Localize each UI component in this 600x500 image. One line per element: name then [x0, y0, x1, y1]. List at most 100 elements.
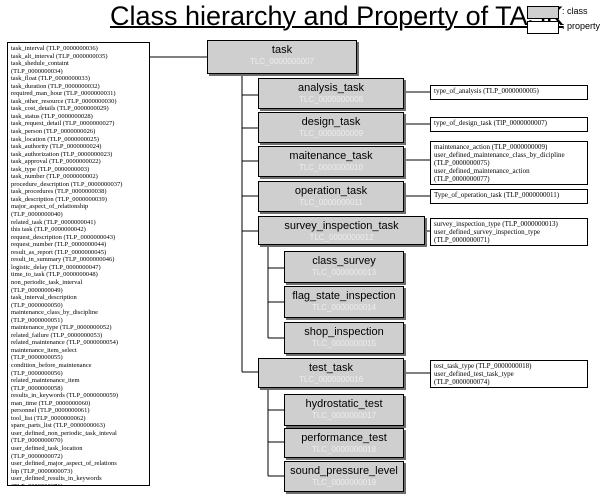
property-box-design: type_of_design_task (TlP_0000000007) — [430, 117, 588, 132]
task-property-line: time_to_task (TLP_0000000048) — [11, 271, 98, 279]
task-property-line: results_in_keywords (TLP_0000000059) — [11, 392, 119, 400]
property-survey-0: survey_inspection_type (TLP_0000000013) — [434, 220, 558, 228]
task-property-line: (TLP_0000000034) — [11, 67, 63, 75]
task-property-line: (TLP_0000000051) — [11, 316, 63, 324]
class-task: task TLC_0000000007 — [207, 40, 357, 74]
class-performance-test: performance_test TLC_0000000018 — [284, 428, 404, 458]
class-shop-inspection-name: shop_inspection — [304, 326, 384, 338]
legend-property-swatch — [527, 21, 559, 34]
task-property-line: required_man_hour (TLP_0000000031) — [11, 90, 116, 98]
property-maintenance-0: maintenance_action (TLP_0000000009) — [434, 143, 548, 151]
task-property-line: (TLP_0000000058) — [11, 384, 63, 392]
task-property-line: (TLP_0000000072) — [11, 452, 63, 460]
task-property-line: man_time (TLP_0000000060) — [11, 399, 91, 407]
task-property-line: user_defined_major_aspect_of_relations — [11, 460, 117, 468]
task-property-line: (TLP_0000000049) — [11, 286, 63, 294]
class-sound-pressure-level-id: TLC_0000000019 — [311, 478, 377, 487]
property-design-0: type_of_design_task (TlP_0000000007) — [434, 119, 547, 127]
property-test-2: (TLP_0000000074) — [434, 378, 490, 386]
class-flag-state-inspection-name: flag_state_inspection — [292, 290, 396, 302]
task-property-line: hip (TLP_0000000073) — [11, 467, 73, 475]
task-property-line: task_procedures (TLP_0000000038) — [11, 188, 107, 196]
task-property-line: task_request_detail (TLP_0000000027) — [11, 120, 115, 128]
task-property-line: request_description (TLP_0000000043) — [11, 233, 116, 241]
legend-class-swatch — [527, 6, 559, 19]
class-sound-pressure-level: sound_pressure_level TLC_0000000019 — [284, 461, 404, 492]
task-property-line: task_type (TLP_0000000003) — [11, 165, 90, 173]
property-box-survey: survey_inspection_type (TLP_0000000013) … — [430, 218, 588, 246]
class-class-survey: class_survey TLC_0000000013 — [284, 251, 404, 283]
task-property-line: tool_list (TLP_0000000062) — [11, 414, 86, 422]
task-property-line: task_other_resource (TLP_0000000030) — [11, 97, 117, 105]
task-property-line: spare_parts_list (TLP_0000000063) — [11, 422, 106, 430]
task-property-line: task_float (TLP_0000000033) — [11, 75, 90, 83]
property-maintenance-1: user_defined_maintenance_class_by_dicipl… — [434, 151, 565, 159]
class-task-name: task — [271, 44, 293, 56]
class-hydrostatic-test-name: hydrostatic_test — [305, 398, 383, 410]
class-survey-inspection-task-name: survey_inspection_task — [284, 220, 399, 232]
property-survey-2: (TLP_0000000071) — [434, 236, 490, 244]
class-flag-state-inspection-id: TLC_0000000014 — [311, 303, 377, 312]
class-analysis-task: analysis_task TLC_0000000008 — [258, 78, 404, 109]
legend-property-label: : property — [562, 21, 600, 31]
task-property-line: task_person (TLP_0000000026) — [11, 128, 96, 136]
class-test-task: test_task TLC_0000000016 — [258, 358, 404, 388]
task-property-line: non_periodic_task_interval — [11, 278, 83, 286]
class-hydrostatic-test-id: TLC_0000000017 — [311, 411, 377, 420]
class-hydrostatic-test: hydrostatic_test TLC_0000000017 — [284, 394, 404, 426]
class-test-task-id: TLC_0000000016 — [298, 375, 364, 384]
class-operation-task: operation_task TLC_0000000011 — [258, 181, 404, 212]
task-property-line: related_task (TLP_0000000041) — [11, 218, 96, 226]
task-property-line: task_status (TLP_0000000028) — [11, 112, 93, 120]
task-property-line: logistic_delay (TLP_0000000047) — [11, 263, 101, 271]
task-property-line: task_description (TLP_0000000039) — [11, 195, 107, 203]
property-box-maintenance: maintenance_action (TLP_0000000009) user… — [430, 141, 588, 185]
class-performance-test-name: performance_test — [301, 432, 387, 444]
class-operation-task-id: TLC_0000000011 — [299, 198, 363, 207]
task-property-line: this task (TLP_0000000042) — [11, 226, 86, 234]
task-property-line: procedure_description (TLP_0000000037) — [11, 180, 123, 188]
task-property-list: task_interval (TLP_0000000036)task_alt_i… — [7, 42, 150, 486]
property-survey-1: user_defined_survey_inspection_type — [434, 228, 541, 236]
task-property-line: maintenance_item_select — [11, 346, 77, 354]
task-property-line: major_aspect_of_relationship — [11, 203, 89, 211]
task-property-line: task_cost_details (TLP_0000000029) — [11, 105, 109, 113]
class-maintenance-task: maitenance_task TLC_0000000010 — [258, 146, 404, 177]
task-property-line: user_defined_results_in_keywords — [11, 475, 102, 483]
task-property-line: user_defined_task_location — [11, 444, 83, 452]
task-property-line: task_authority (TLP_0000000024) — [11, 143, 102, 151]
task-property-line: (TLP_0000000076) — [11, 483, 149, 485]
diagram-title: Class hierarchy and Property of TASK — [110, 1, 564, 31]
task-property-line: result_in_summary (TLP_0000000046) — [11, 256, 115, 264]
property-box-operation: Type_of_operation_task (TLP_0000000011) — [430, 189, 588, 204]
property-test-1: user_defined_test_task_type — [434, 370, 514, 378]
property-maintenance-2: (TLP_0000000075) — [434, 159, 490, 167]
property-maintenance-4: (TLP_0000000077) — [434, 175, 490, 183]
task-property-line: (TLP_0000000050) — [11, 301, 63, 309]
task-property-line: personnel (TLP_0000000061) — [11, 407, 90, 415]
property-analysis-0: type_of_analysis (TLP_0000000005) — [434, 87, 539, 95]
task-property-line: task_approval (TLP_0000000022) — [11, 158, 101, 166]
task-property-line: related_failure (TLP_0000000053) — [11, 331, 103, 339]
task-property-line: maintenance_type (TLP_0000000052) — [11, 324, 112, 332]
class-flag-state-inspection: flag_state_inspection TLC_0000000014 — [284, 286, 404, 318]
task-property-line: user_defined_non_periodic_task_inteval — [11, 429, 117, 437]
property-box-analysis: type_of_analysis (TLP_0000000005) — [430, 85, 588, 100]
property-operation-0: Type_of_operation_task (TLP_0000000011) — [434, 191, 560, 199]
class-class-survey-id: TLC_0000000013 — [311, 268, 377, 277]
class-operation-task-name: operation_task — [294, 185, 368, 197]
task-property-line: task_shedule_containt — [11, 60, 69, 68]
class-maintenance-task-name: maitenance_task — [289, 150, 373, 162]
task-property-line: task_interval (TLP_0000000036) — [11, 45, 98, 52]
class-shop-inspection: shop_inspection TLC_0000000015 — [284, 322, 404, 354]
task-property-line: (TLP_0000000070) — [11, 437, 63, 445]
task-property-line: (TLP_0000000040) — [11, 211, 63, 219]
class-design-task-name: design_task — [301, 116, 361, 128]
class-performance-test-id: TLC_0000000018 — [311, 445, 377, 454]
task-property-line: task_number (TLP_0000000002) — [11, 173, 98, 181]
class-design-task-id: TLC_0000000009 — [298, 129, 364, 138]
task-property-line: related_maintenance_item — [11, 377, 80, 385]
task-property-line: result_as_report (TLP_0000000045) — [11, 248, 107, 256]
task-property-line: related_maintenance (TLP_0000000054) — [11, 339, 119, 347]
